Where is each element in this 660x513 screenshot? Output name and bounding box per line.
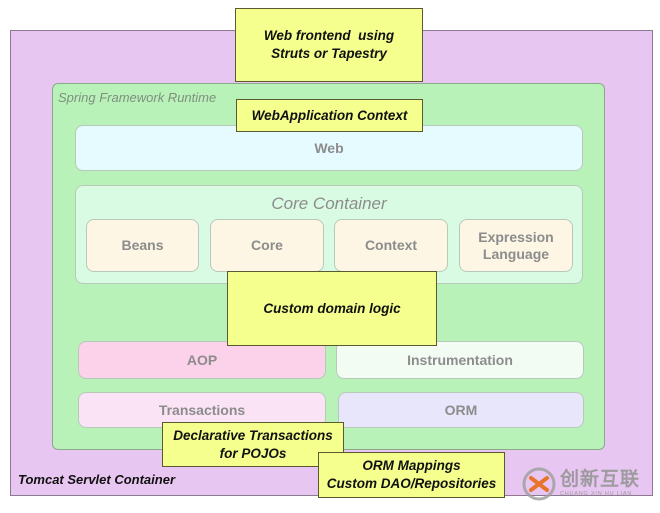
declarative-transactions-line1: Declarative Transactions xyxy=(173,427,333,443)
instrumentation-module: Instrumentation xyxy=(336,341,584,379)
declarative-transactions-line2: for POJOs xyxy=(219,445,287,461)
beans-module: Beans xyxy=(86,219,199,272)
web-module: Web xyxy=(75,125,583,171)
declarative-transactions-callout: Declarative Transactions for POJOs xyxy=(162,422,344,467)
web-frontend-callout: Web frontend using Struts or Tapestry xyxy=(235,8,423,82)
watermark: 创新互联 CHUANG XIN HU LIAN xyxy=(522,464,656,504)
chuangxin-logo-icon xyxy=(522,467,556,501)
spring-runtime-label: Spring Framework Runtime xyxy=(58,90,217,105)
orm-mappings-callout: ORM Mappings Custom DAO/Repositories xyxy=(318,452,505,498)
context-module: Context xyxy=(334,219,448,272)
web-frontend-line2: Struts or Tapestry xyxy=(271,46,387,61)
orm-mappings-line2: Custom DAO/Repositories xyxy=(326,476,497,491)
web-frontend-line1: Web frontend using xyxy=(263,28,395,43)
expression-language-line2: Language xyxy=(482,245,550,262)
core-container-title: Core Container xyxy=(271,194,387,213)
tomcat-label: Tomcat Servlet Container xyxy=(18,472,176,487)
webapplication-context-callout: WebApplication Context xyxy=(236,99,423,132)
expression-language-line1: Expression xyxy=(478,228,554,245)
watermark-cn-text: 创新互联 xyxy=(560,469,641,491)
watermark-en-text: CHUANG XIN HU LIAN xyxy=(560,491,633,498)
aop-module: AOP xyxy=(78,341,326,379)
custom-domain-logic-callout: Custom domain logic xyxy=(227,271,437,346)
orm-module: ORM xyxy=(338,392,584,428)
core-module: Core xyxy=(210,219,324,272)
orm-mappings-line1: ORM Mappings xyxy=(362,458,461,473)
expression-language-module: Expression Language xyxy=(459,219,573,272)
